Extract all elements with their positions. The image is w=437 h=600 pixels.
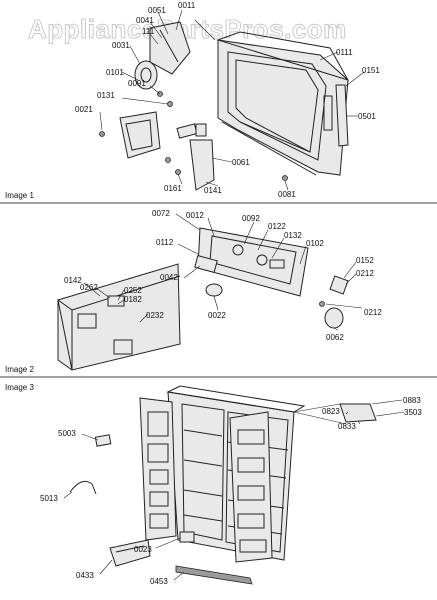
part-label-0152: 0152 bbox=[356, 256, 374, 265]
part-label-0021: 0021 bbox=[75, 105, 93, 114]
part-label-0042: 0042 bbox=[160, 273, 178, 282]
part-label-0142: 0142 bbox=[64, 276, 82, 285]
part-label-0031: 0031 bbox=[112, 41, 130, 50]
part-label-0833: 0833 bbox=[338, 422, 356, 431]
part-label-0101: 0101 bbox=[106, 68, 124, 77]
part-label-0062: 0062 bbox=[326, 333, 344, 342]
part-label-0232: 0232 bbox=[146, 311, 164, 320]
fresh-food-door bbox=[229, 411, 273, 563]
part-label-0102: 0102 bbox=[306, 239, 324, 248]
part-label-0823: 0823 bbox=[322, 407, 340, 416]
part-label-0453: 0453 bbox=[150, 577, 168, 586]
watermark: AppliancePartsPros.com bbox=[28, 14, 347, 44]
part-label-0041: 0041 bbox=[136, 16, 154, 25]
part-label-0883: 0883 bbox=[403, 396, 421, 405]
part-label-0092: 0092 bbox=[242, 214, 260, 223]
part-label-0072: 0072 bbox=[152, 209, 170, 218]
part-label-0111: 0111 bbox=[336, 48, 353, 57]
panel-title-2: Image 2 bbox=[5, 365, 34, 374]
part-label-0022: 0022 bbox=[208, 311, 226, 320]
part-label-0212-lower: 0212 bbox=[364, 308, 382, 317]
panel-1-drawing bbox=[99, 19, 350, 191]
part-label-0161: 0161 bbox=[164, 184, 182, 193]
part-label-111: 111 bbox=[142, 27, 155, 36]
part-label-0051: 0051 bbox=[148, 6, 166, 15]
part-label-0252: 0252 bbox=[124, 286, 142, 295]
seal-strip bbox=[335, 84, 349, 147]
front-panel bbox=[57, 263, 181, 371]
part-label-0501: 0501 bbox=[358, 112, 376, 121]
control-board bbox=[197, 227, 309, 297]
panel-title-1: Image 1 bbox=[5, 191, 34, 200]
part-label-0112: 0112 bbox=[156, 238, 174, 247]
part-label-0141: 0141 bbox=[204, 186, 222, 195]
part-label-0081: 0081 bbox=[278, 190, 296, 199]
part-label-0131: 0131 bbox=[97, 91, 115, 100]
part-label-0091: 0091 bbox=[128, 79, 146, 88]
part-label-0182: 0182 bbox=[124, 295, 142, 304]
freezer-door bbox=[139, 397, 177, 541]
part-label-0262: 0262 bbox=[80, 283, 98, 292]
part-label-3503: 3503 bbox=[404, 408, 422, 417]
part-label-0122: 0122 bbox=[268, 222, 286, 231]
part-label-0212-upper: 0212 bbox=[356, 269, 374, 278]
part-label-0151: 0151 bbox=[362, 66, 380, 75]
panel-2-drawing bbox=[57, 227, 349, 371]
filter-cover bbox=[339, 403, 377, 423]
dispenser-housing bbox=[216, 31, 350, 176]
right-flap bbox=[189, 139, 215, 191]
part-label-0132: 0132 bbox=[284, 231, 302, 240]
part-label-0011: 0011 bbox=[178, 1, 196, 10]
part-label-5013: 5013 bbox=[40, 494, 58, 503]
panel-3-drawing bbox=[69, 385, 377, 585]
part-label-0061: 0061 bbox=[232, 158, 250, 167]
kick-plate bbox=[175, 565, 253, 585]
part-label-0023: 0023 bbox=[134, 545, 152, 554]
part-label-0433: 0433 bbox=[76, 571, 94, 580]
part-label-0012: 0012 bbox=[186, 211, 204, 220]
panel-title-3: Image 3 bbox=[5, 383, 34, 392]
handle-part bbox=[69, 480, 97, 495]
part-label-5003: 5003 bbox=[58, 429, 76, 438]
left-flap bbox=[119, 111, 161, 159]
